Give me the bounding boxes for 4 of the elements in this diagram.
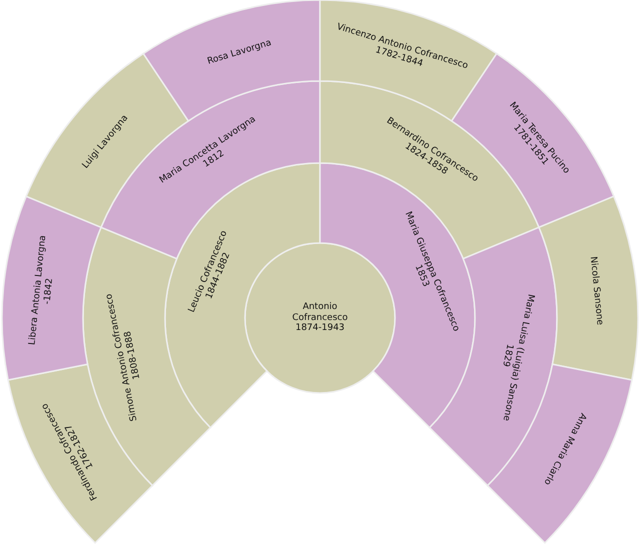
person-name: Nicola Sansone xyxy=(587,256,605,326)
person-name: Antonio Cofrancesco xyxy=(291,302,349,323)
life-dates: 1874-1943 xyxy=(295,323,345,334)
life-dates: -1842 xyxy=(42,278,56,305)
